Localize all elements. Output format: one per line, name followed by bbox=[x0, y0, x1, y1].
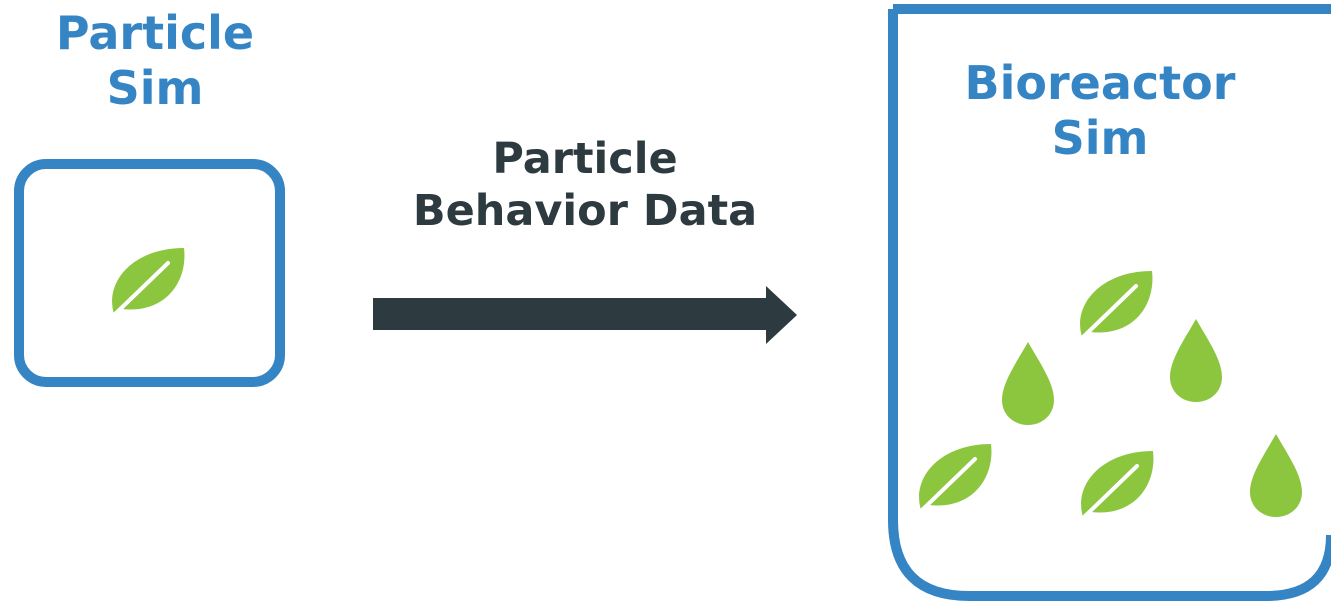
particle-sim-title: Particle Sim bbox=[30, 6, 280, 116]
leaf-icon bbox=[917, 442, 994, 515]
bioreactor-sim-title-line2: Sim bbox=[1051, 111, 1149, 166]
bioreactor-sim-title: Bioreactor Sim bbox=[920, 56, 1280, 166]
flow-label-line1: Particle bbox=[492, 134, 678, 184]
drop-icon bbox=[1170, 319, 1222, 402]
flow-label-line2: Behavior Data bbox=[412, 185, 758, 236]
particle-sim-title-line1: Particle bbox=[55, 6, 255, 60]
bioreactor-vessel bbox=[888, 4, 1331, 601]
particle-behavior-data-label: Particle Behavior Data bbox=[380, 134, 790, 237]
leaf-icon bbox=[1079, 449, 1156, 522]
particle-sim-box bbox=[14, 159, 285, 387]
leaf-icon bbox=[110, 246, 187, 319]
drop-icon bbox=[1002, 342, 1054, 425]
leaf-icon bbox=[1078, 269, 1155, 342]
bioreactor-sim-title-line1: Bioreactor bbox=[964, 56, 1236, 110]
particle-sim-title-line2: Sim bbox=[106, 61, 204, 116]
drop-icon bbox=[1250, 434, 1302, 517]
transfer-arrow bbox=[373, 286, 797, 344]
